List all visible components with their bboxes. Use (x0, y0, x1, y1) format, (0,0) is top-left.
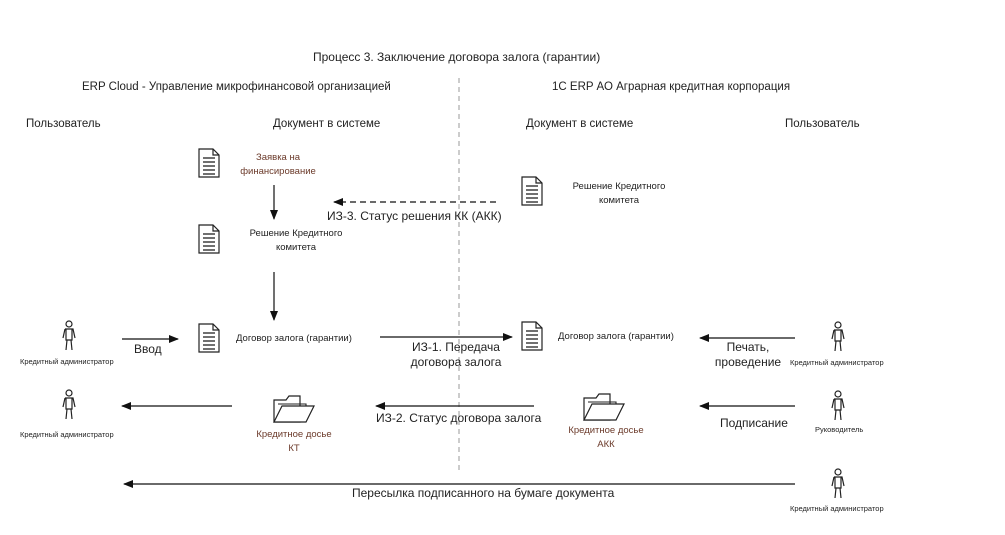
document-icon (198, 224, 220, 254)
doc-application: Заявка на финансирование (240, 152, 316, 177)
actor-left-admin-1: Кредитный администратор (20, 357, 114, 366)
actor-right-manager: Руководитель (815, 425, 864, 434)
person-icon (62, 389, 76, 420)
folder-icon (583, 393, 625, 421)
actor-left-admin-2: Кредитный администратор (20, 430, 114, 439)
label-forwarding: Пересылка подписанного на бумаге докумен… (352, 486, 615, 500)
document-icon (521, 321, 543, 351)
doc-credit-decision-left: Решение Кредитного комитета (249, 228, 343, 253)
doc-credit-decision-right: Решение Кредитного комитета (572, 181, 666, 206)
label-print: Печать, проведение (714, 340, 782, 369)
doc-pledge-contract-left: Договор залога (гарантии) (236, 333, 352, 344)
column-left-user: Пользователь (26, 118, 101, 130)
column-right-user: Пользователь (785, 118, 860, 130)
left-system-title: ERP Cloud - Управление микрофинансовой о… (82, 81, 391, 93)
person-icon (62, 320, 76, 351)
label-input: Ввод (134, 342, 162, 356)
column-left-doc: Документ в системе (273, 118, 381, 130)
document-icon (521, 176, 543, 206)
person-icon (831, 390, 845, 421)
folder-icon (273, 395, 315, 423)
column-right-doc: Документ в системе (526, 118, 634, 130)
label-status-kk: ИЗ-3. Статус решения КК (АКК) (327, 209, 502, 223)
diagram-title: Процесс 3. Заключение договора залога (г… (313, 50, 601, 64)
document-icon (198, 148, 220, 178)
label-transfer: ИЗ-1. Передача договора залога (410, 340, 502, 369)
actor-right-admin-1: Кредитный администратор (790, 358, 884, 367)
doc-credit-dossier-kt: Кредитное досье КТ (256, 429, 332, 454)
person-icon (831, 321, 845, 352)
label-signing: Подписание (720, 416, 788, 430)
right-system-title: 1С ERP АО Аграрная кредитная корпорация (552, 81, 791, 93)
document-icon (198, 323, 220, 353)
label-status-contract: ИЗ-2. Статус договора залога (376, 411, 542, 425)
doc-credit-dossier-akk: Кредитное досье АКК (568, 425, 644, 450)
person-icon (831, 468, 845, 499)
actor-right-admin-2: Кредитный администратор (790, 504, 884, 513)
doc-pledge-contract-right: Договор залога (гарантии) (558, 331, 674, 342)
